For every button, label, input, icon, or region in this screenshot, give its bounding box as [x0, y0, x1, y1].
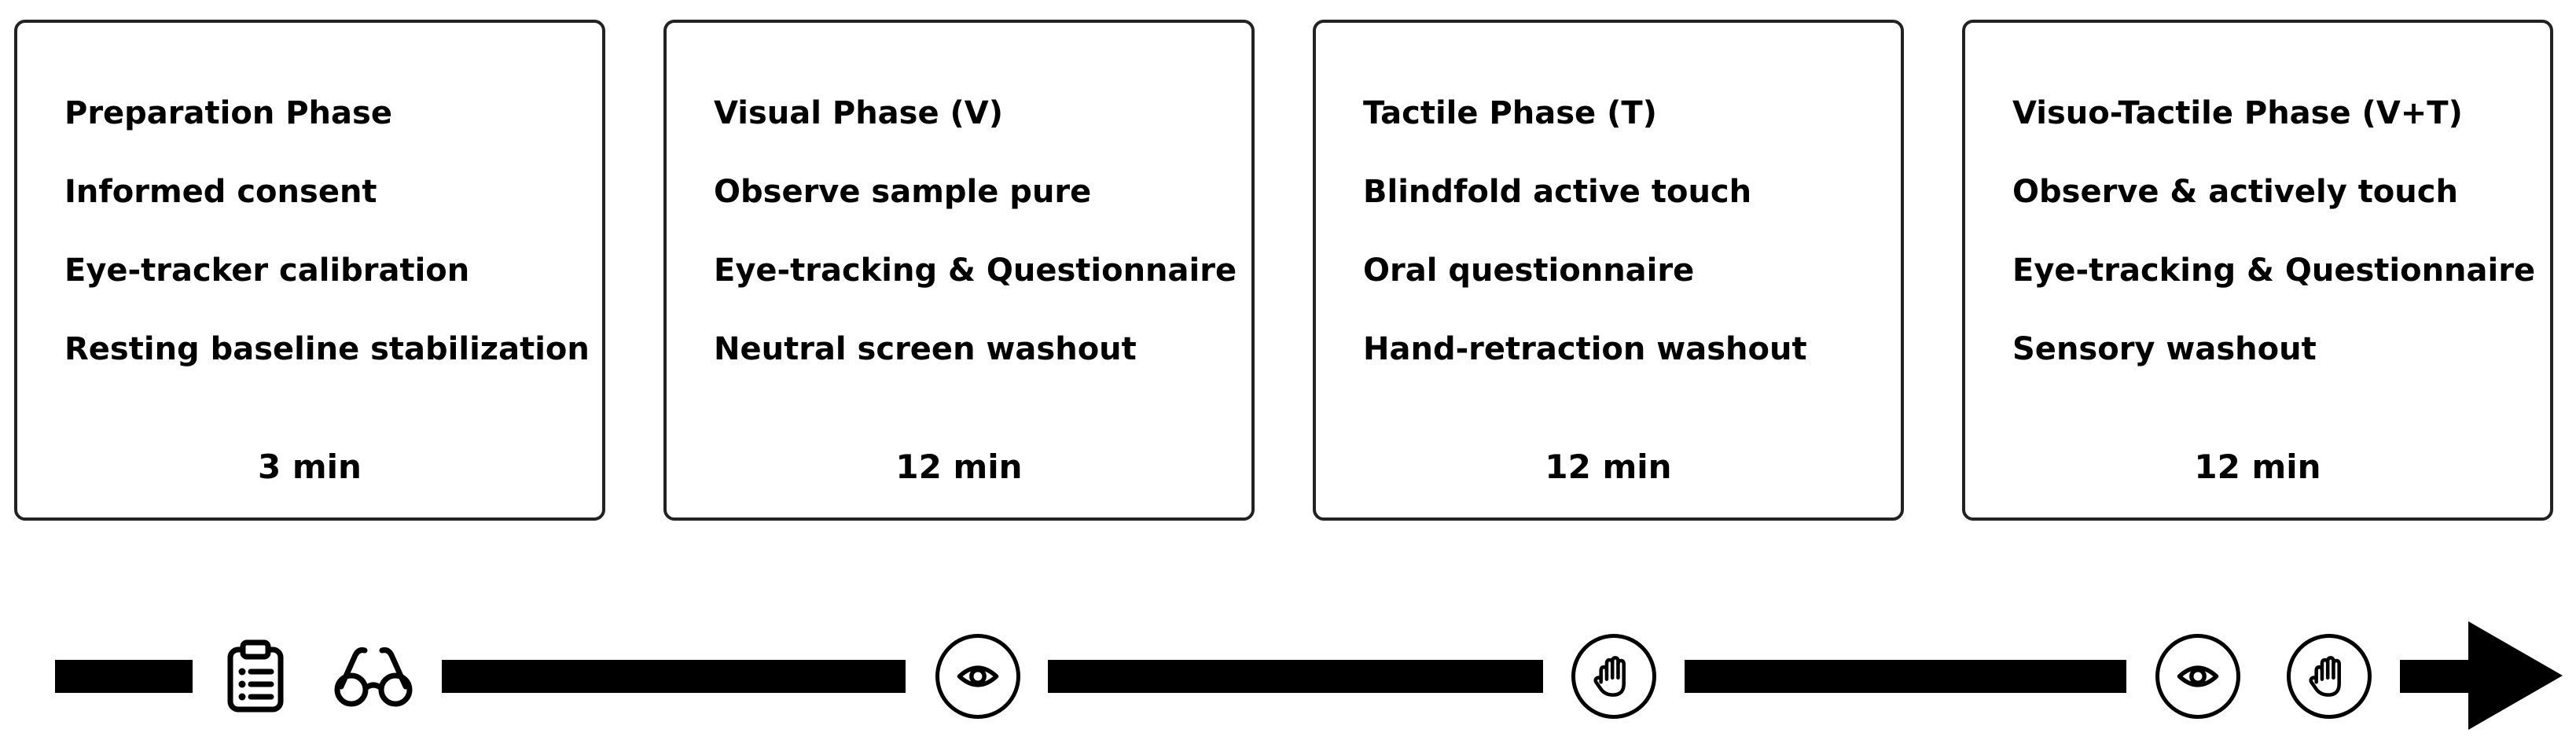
eye-icon [935, 634, 1020, 719]
timeline-segment [1685, 660, 2126, 693]
phase-duration: 12 min [2194, 448, 2321, 486]
phase-step: Neutral screen washout [714, 331, 1137, 367]
phase-card-visuo-tactile: Visuo-Tactile Phase (V+T) Observe & acti… [1962, 20, 2553, 521]
phase-step: Informed consent [64, 174, 377, 210]
phase-step: Observe sample pure [714, 174, 1092, 210]
eye-icon [2155, 634, 2240, 719]
phase-title: Tactile Phase (T) [1363, 95, 1657, 131]
phase-title: Visuo-Tactile Phase (V+T) [2012, 95, 2463, 131]
phase-step: Eye-tracking & Questionnaire [2012, 252, 2536, 289]
timeline-segment [1048, 660, 1543, 693]
phase-card-preparation: Preparation Phase Informed consent Eye-t… [14, 20, 605, 521]
phase-step: Oral questionnaire [1363, 252, 1695, 289]
phase-step: Blindfold active touch [1363, 174, 1752, 210]
phase-card-visual: Visual Phase (V) Observe sample pure Eye… [663, 20, 1255, 521]
timeline-segment [2400, 660, 2479, 693]
phase-title: Visual Phase (V) [714, 95, 1004, 131]
phase-step: Hand-retraction washout [1363, 331, 1807, 367]
phase-duration: 3 min [258, 448, 362, 486]
phase-step: Eye-tracker calibration [64, 252, 470, 289]
hand-icon [2287, 634, 2372, 719]
phase-card-tactile: Tactile Phase (T) Blindfold active touch… [1313, 20, 1904, 521]
phase-step: Observe & actively touch [2012, 174, 2458, 210]
phase-step: Eye-tracking & Questionnaire [714, 252, 1237, 289]
phase-step: Sensory washout [2012, 331, 2317, 367]
hand-icon [1571, 634, 1656, 719]
clipboard-icon [227, 639, 284, 713]
timeline-arrowhead [2468, 621, 2563, 730]
timeline-segment [442, 660, 906, 693]
phase-step: Resting baseline stabilization [64, 331, 590, 367]
phase-duration: 12 min [895, 448, 1023, 486]
phase-title: Preparation Phase [64, 95, 392, 131]
timeline-segment [55, 660, 193, 693]
glasses-icon [334, 647, 413, 707]
phase-duration: 12 min [1545, 448, 1672, 486]
